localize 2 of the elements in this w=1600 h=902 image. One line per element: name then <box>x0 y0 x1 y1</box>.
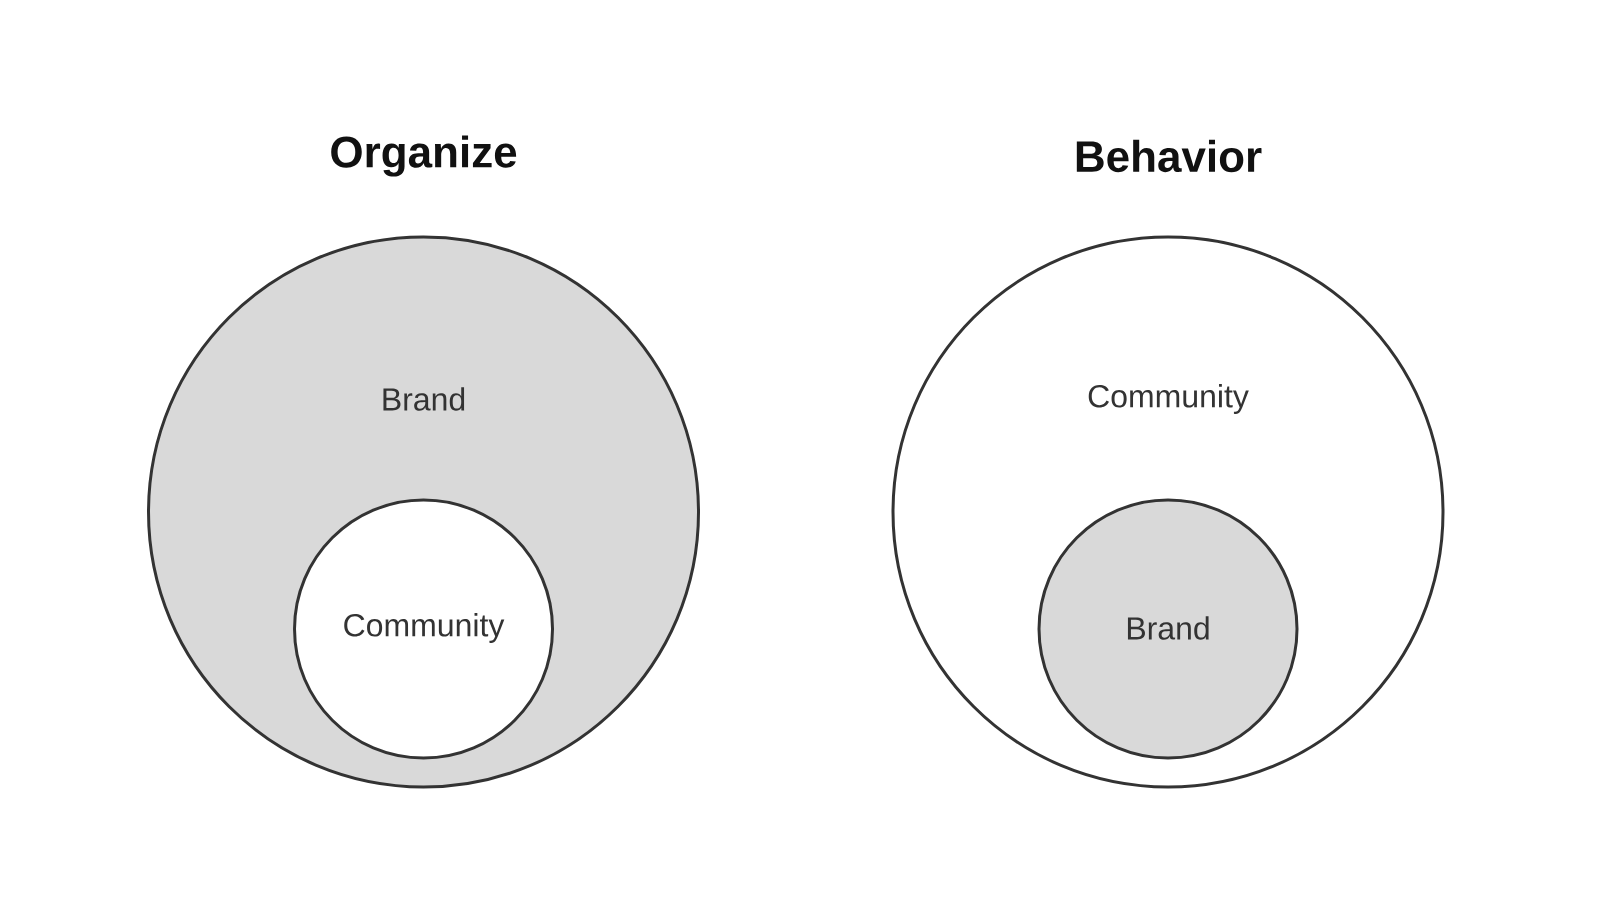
heading: Behavior <box>1076 139 1262 173</box>
heading: Organize <box>331 135 517 177</box>
